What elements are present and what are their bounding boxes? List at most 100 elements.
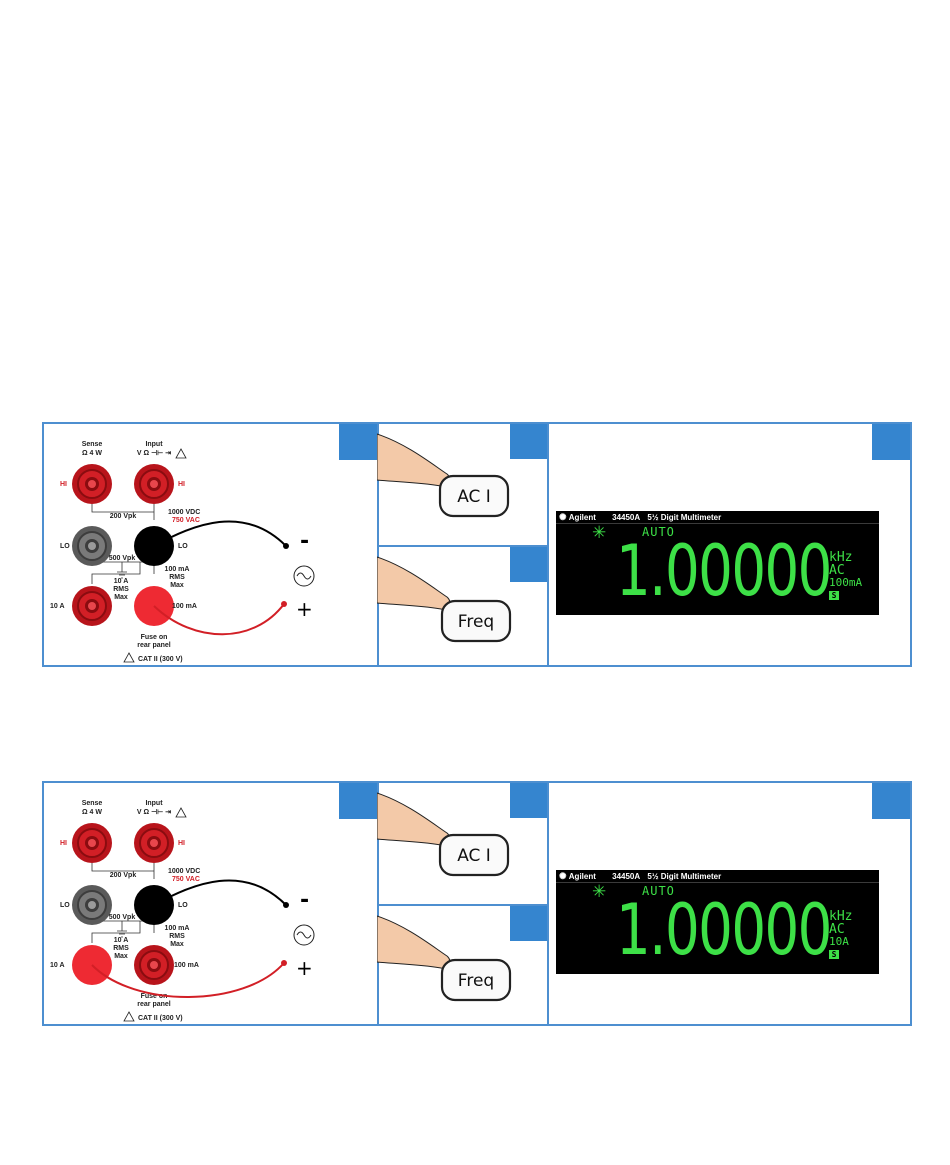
minus-sign: - bbox=[300, 529, 309, 554]
unit-label: kHz bbox=[829, 550, 853, 565]
finger-icon bbox=[377, 556, 451, 610]
red-lead-tip bbox=[281, 601, 287, 607]
agilent-logo-icon: ✺ bbox=[559, 871, 567, 881]
plus-sign: + bbox=[296, 597, 313, 621]
fuse-label-line2: rear panel bbox=[137, 1001, 171, 1008]
input-hi-terminal bbox=[134, 464, 174, 504]
100ma-terminal bbox=[134, 945, 174, 985]
auto-range-annunciator: AUTO bbox=[642, 525, 675, 539]
fuse-label-line1: Fuse on bbox=[141, 993, 168, 1000]
1000vdc-label: 1000 VDC bbox=[168, 509, 200, 516]
input-hi-label: HI bbox=[178, 481, 185, 488]
agilent-logo-icon: ✺ bbox=[559, 512, 567, 522]
range-label: 100mA bbox=[829, 576, 863, 589]
step-tab bbox=[872, 424, 910, 460]
input-hi-label: HI bbox=[178, 840, 185, 847]
annunciator-icon: ✳ bbox=[592, 882, 607, 901]
multimeter-display: ✺ Agilent 34450A 5½ Digit Multimeter ✳ A… bbox=[556, 870, 879, 974]
sense-lo-terminal bbox=[72, 526, 112, 566]
100ma-rating-line2: RMS bbox=[169, 574, 185, 581]
annunciator-icon: ✳ bbox=[592, 523, 607, 542]
100ma-terminal-label: 100 mA bbox=[174, 962, 199, 969]
freq-key[interactable] bbox=[440, 599, 512, 643]
100ma-rating-line3: Max bbox=[170, 941, 184, 948]
ac-i-key[interactable] bbox=[438, 474, 510, 518]
step-tab bbox=[510, 547, 547, 582]
500vpk-label: 500 Vpk bbox=[109, 555, 136, 562]
ac-i-key-label: AC I bbox=[457, 846, 491, 866]
coupling-label: AC bbox=[829, 563, 845, 578]
10a-terminal-label: 10 A bbox=[50, 603, 65, 610]
display-section: ✺ Agilent 34450A 5½ Digit Multimeter ✳ A… bbox=[547, 783, 910, 1024]
display-title: 5½ Digit Multimeter bbox=[647, 872, 722, 881]
freq-key-label: Freq bbox=[458, 971, 494, 991]
fuse-label-line2: rear panel bbox=[137, 642, 171, 649]
key-sequence: AC I Freq bbox=[377, 783, 549, 1024]
display-title: 5½ Digit Multimeter bbox=[647, 513, 722, 522]
input-sub-label: V Ω ⊣⊢ ⇥ bbox=[137, 808, 171, 816]
ac-wave-icon bbox=[296, 572, 312, 580]
red-test-lead bbox=[153, 603, 285, 636]
ac-i-key-label: AC I bbox=[457, 487, 491, 507]
s-badge: S bbox=[829, 950, 839, 959]
sense-lo-label: LO bbox=[60, 543, 70, 550]
press-ac-i-illustration: AC I bbox=[377, 792, 510, 877]
10a-terminal bbox=[72, 586, 112, 626]
sense-hi-label: HI bbox=[60, 840, 67, 847]
fuse-label-line1: Fuse on bbox=[141, 634, 168, 641]
key-step-1: AC I bbox=[377, 424, 547, 547]
model-label: 34450A bbox=[612, 872, 641, 881]
black-lead-tip bbox=[283, 543, 289, 549]
unit-label: kHz bbox=[829, 909, 853, 924]
input-lo-label: LO bbox=[178, 543, 188, 550]
measurement-panel-100ma: Sense Ω 4 W Input V Ω ⊣⊢ ⇥ HI HI 200 Vpk… bbox=[42, 422, 912, 667]
press-freq-illustration: Freq bbox=[377, 915, 512, 1002]
finger-icon bbox=[377, 915, 451, 969]
freq-key[interactable] bbox=[440, 958, 512, 1002]
primary-reading: 1.00000 bbox=[616, 889, 832, 971]
input-label: Input bbox=[145, 800, 163, 807]
750vac-label: 750 VAC bbox=[172, 517, 200, 524]
10a-terminal-label: 10 A bbox=[50, 962, 65, 969]
plus-sign: + bbox=[296, 956, 313, 980]
key-step-1: AC I bbox=[377, 783, 547, 906]
unit-annunciators: kHz AC 10A S bbox=[829, 910, 852, 960]
sense-sub-label: Ω 4 W bbox=[82, 450, 102, 457]
input-label: Input bbox=[145, 441, 163, 448]
multimeter-display: ✺ Agilent 34450A 5½ Digit Multimeter ✳ A… bbox=[556, 511, 879, 615]
10a-rating-line2: RMS bbox=[113, 945, 129, 952]
black-lead-tip bbox=[283, 902, 289, 908]
sense-label: Sense bbox=[82, 800, 103, 807]
step-tab bbox=[339, 783, 377, 819]
key-step-2: Freq bbox=[377, 906, 547, 1024]
750vac-label: 750 VAC bbox=[172, 876, 200, 883]
display-header: ✺ Agilent 34450A 5½ Digit Multimeter bbox=[556, 511, 879, 524]
finger-icon bbox=[377, 792, 451, 846]
freq-key-label: Freq bbox=[458, 612, 494, 632]
minus-sign: - bbox=[300, 888, 309, 913]
black-test-lead bbox=[153, 520, 287, 547]
sense-hi-terminal bbox=[72, 823, 112, 863]
sense-lo-label: LO bbox=[60, 902, 70, 909]
model-label: 34450A bbox=[612, 513, 641, 522]
warning-icon bbox=[175, 807, 187, 818]
ac-wave-icon bbox=[296, 931, 312, 939]
red-test-lead bbox=[91, 962, 285, 998]
100ma-rating-line2: RMS bbox=[169, 933, 185, 940]
display-section: ✺ Agilent 34450A 5½ Digit Multimeter ✳ A… bbox=[547, 424, 910, 665]
step-tab bbox=[510, 424, 547, 459]
cat-rating-label: CAT II (300 V) bbox=[138, 1015, 183, 1022]
200vpk-label: 200 Vpk bbox=[110, 872, 137, 879]
step-tab bbox=[510, 906, 547, 941]
ac-i-key[interactable] bbox=[438, 833, 510, 877]
200vpk-label: 200 Vpk bbox=[110, 513, 137, 520]
cat-rating-label: CAT II (300 V) bbox=[138, 656, 183, 663]
ac-source-icon bbox=[293, 924, 315, 946]
sense-lo-terminal bbox=[72, 885, 112, 925]
500vpk-label: 500 Vpk bbox=[109, 914, 136, 921]
10a-rating-line3: Max bbox=[114, 594, 128, 601]
10a-rating-line1: 10 A bbox=[114, 578, 129, 585]
measurement-panel-10a: Sense Ω 4 W Input V Ω ⊣⊢ ⇥ HI HI 200 Vpk… bbox=[42, 781, 912, 1026]
sense-hi-terminal bbox=[72, 464, 112, 504]
coupling-label: AC bbox=[829, 922, 845, 937]
